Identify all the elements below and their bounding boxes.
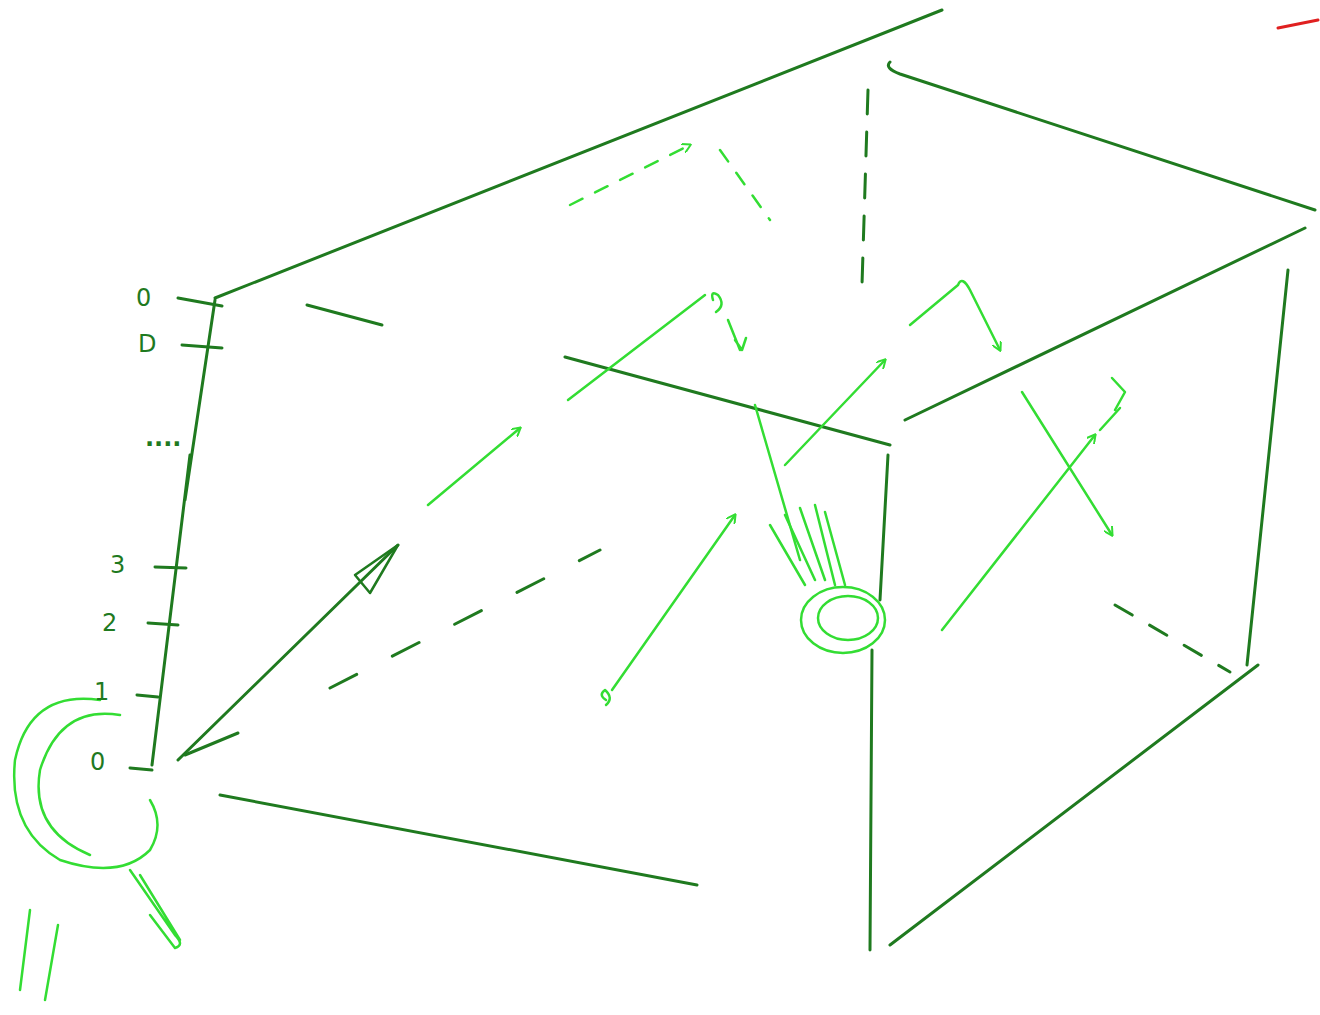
axis-label: 0 (90, 750, 105, 774)
axis-label: 1 (94, 680, 109, 704)
axis-label: 2 (102, 611, 117, 635)
axis-label: D (138, 332, 156, 356)
axis-label: .... (145, 432, 156, 445)
axis-label: 0 (136, 286, 151, 310)
axis-label: 3 (110, 553, 125, 577)
